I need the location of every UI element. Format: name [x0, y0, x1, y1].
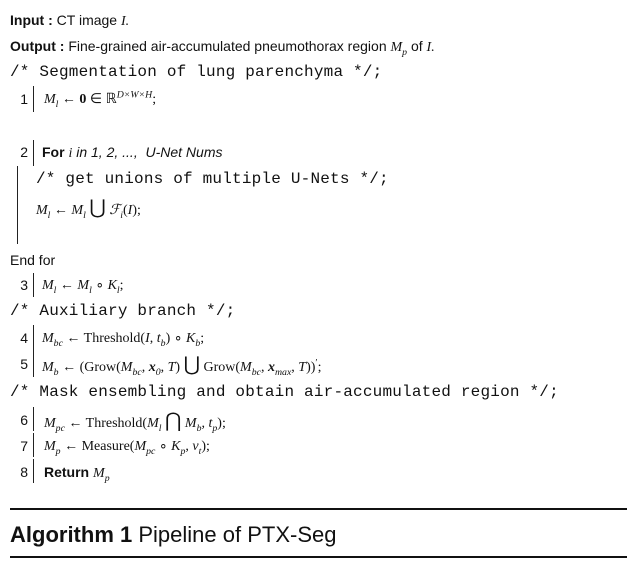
line-number-8: 8 — [20, 464, 28, 480]
line-bar — [33, 273, 34, 297]
end-for: End for — [10, 252, 56, 268]
algorithm-title: Pipeline of PTX-Seg — [138, 522, 337, 547]
step-4: Mbc ← Threshold(I, tb) ∘ Kb; — [42, 331, 205, 349]
output-of: of — [407, 38, 427, 54]
line-bar — [33, 459, 34, 483]
line-bar — [33, 407, 34, 431]
step-7: Mp ← Measure(Mpc ∘ Kp, vt); — [44, 439, 210, 457]
input-line: Input : CT image I. — [10, 11, 129, 31]
for-condition: i in 1, 2, ..., U-Net Nums — [68, 144, 223, 161]
line-number-4: 4 — [20, 330, 28, 346]
line-bar — [33, 351, 34, 377]
comment-auxiliary: /* Auxiliary branch */; — [10, 302, 236, 320]
algorithm-caption: Algorithm 1 Pipeline of PTX-Seg — [10, 521, 336, 549]
line-number-6: 6 — [20, 412, 28, 428]
comment-mask: /* Mask ensembling and obtain air-accumu… — [10, 383, 559, 401]
step-5: Mb ← (Grow(Mbc, x0, T) ⋃ Grow(Mbc, xmax,… — [42, 354, 322, 378]
input-label: Input : — [10, 12, 53, 28]
step-6: Mpc ← Threshold(Ml ⋂ Mb, tp); — [44, 410, 226, 434]
loop-bar — [17, 166, 18, 244]
line-bar — [33, 325, 34, 351]
union-step: Ml ← Ml ⋃ ℱi(I); — [36, 197, 141, 221]
line-bar — [33, 140, 34, 166]
return-var: Mp — [93, 466, 110, 484]
line-number-5: 5 — [20, 356, 28, 372]
input-var: I. — [120, 14, 130, 29]
for-keyword: For — [42, 144, 65, 160]
algorithm-label: Algorithm 1 — [10, 522, 133, 547]
output-text: Fine-grained air-accumulated pneumothora… — [68, 38, 391, 54]
bottom-rule — [10, 556, 627, 558]
top-rule — [10, 508, 627, 510]
line-number-2: 2 — [20, 144, 28, 160]
comment-union: /* get unions of multiple U-Nets */; — [36, 170, 389, 188]
step-1: Ml ← 0 ∈ ℝD×W×H; — [44, 89, 157, 110]
line-bar — [33, 433, 34, 457]
line-number-3: 3 — [20, 277, 28, 293]
line-bar — [33, 86, 34, 112]
return-keyword: Return — [44, 464, 90, 480]
return-line: Return Mp — [44, 463, 110, 483]
output-var-i: I. — [426, 40, 435, 55]
output-label: Output : — [10, 38, 65, 54]
output-line: Output : Fine-grained air-accumulated pn… — [10, 37, 435, 57]
for-line: For i in 1, 2, ..., U-Net Nums — [42, 143, 223, 163]
output-var: Mp — [390, 40, 408, 58]
line-number-7: 7 — [20, 438, 28, 454]
input-text: CT image — [56, 12, 121, 28]
line-number-1: 1 — [20, 91, 28, 107]
comment-segmentation: /* Segmentation of lung parenchyma */; — [10, 63, 383, 81]
step-3: Ml ← Ml ∘ Kl; — [42, 278, 124, 296]
